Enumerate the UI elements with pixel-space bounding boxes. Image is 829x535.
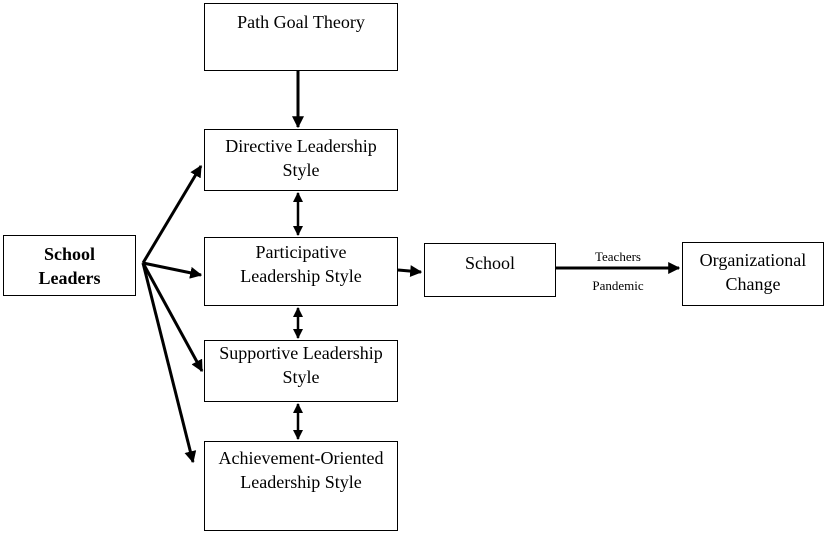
- arrow-leaders-to-participative: [142, 261, 203, 279]
- node-label-line1: Directive Leadership: [225, 136, 377, 156]
- node-label-line1: School: [43, 243, 95, 264]
- arrow-leaders-to-directive: [141, 164, 203, 264]
- node-label-line2: Style: [282, 367, 320, 387]
- node-label-line2: Leadership Style: [240, 266, 362, 286]
- node-label-line1: Supportive Leadership: [219, 343, 383, 363]
- node-participative-leadership-style: Participative Leadership Style: [204, 237, 398, 306]
- node-supportive-leadership-style: Supportive Leadership Style: [204, 340, 398, 402]
- arrow-leaders-to-supportive: [141, 262, 204, 373]
- node-directive-leadership-style: Directive Leadership Style: [204, 129, 398, 191]
- node-label-line2: Change: [725, 274, 781, 294]
- node-school-leaders: School Leaders: [3, 235, 136, 296]
- node-path-goal-theory: Path Goal Theory: [204, 3, 398, 71]
- node-label-line1: Participative: [255, 242, 347, 262]
- arrow-participative-to-school: [397, 265, 423, 278]
- node-label-line2: Style: [282, 160, 320, 180]
- node-label-line2: Leadership Style: [240, 472, 362, 492]
- node-label-line2: Leaders: [38, 267, 101, 288]
- node-organizational-change: Organizational Change: [682, 242, 824, 306]
- node-achievement-oriented-leadership-style: Achievement-Oriented Leadership Style: [204, 441, 398, 531]
- node-label-line1: Achievement-Oriented: [218, 448, 384, 468]
- arrow-leaders-to-achievement: [141, 262, 197, 464]
- node-label-line1: Organizational: [699, 250, 807, 270]
- edge-label-teachers: Teachers: [594, 249, 641, 264]
- node-label: School: [464, 253, 515, 273]
- edge-label-pandemic: Pandemic: [592, 278, 644, 293]
- node-school: School: [424, 243, 556, 297]
- node-label: Path Goal Theory: [237, 12, 365, 32]
